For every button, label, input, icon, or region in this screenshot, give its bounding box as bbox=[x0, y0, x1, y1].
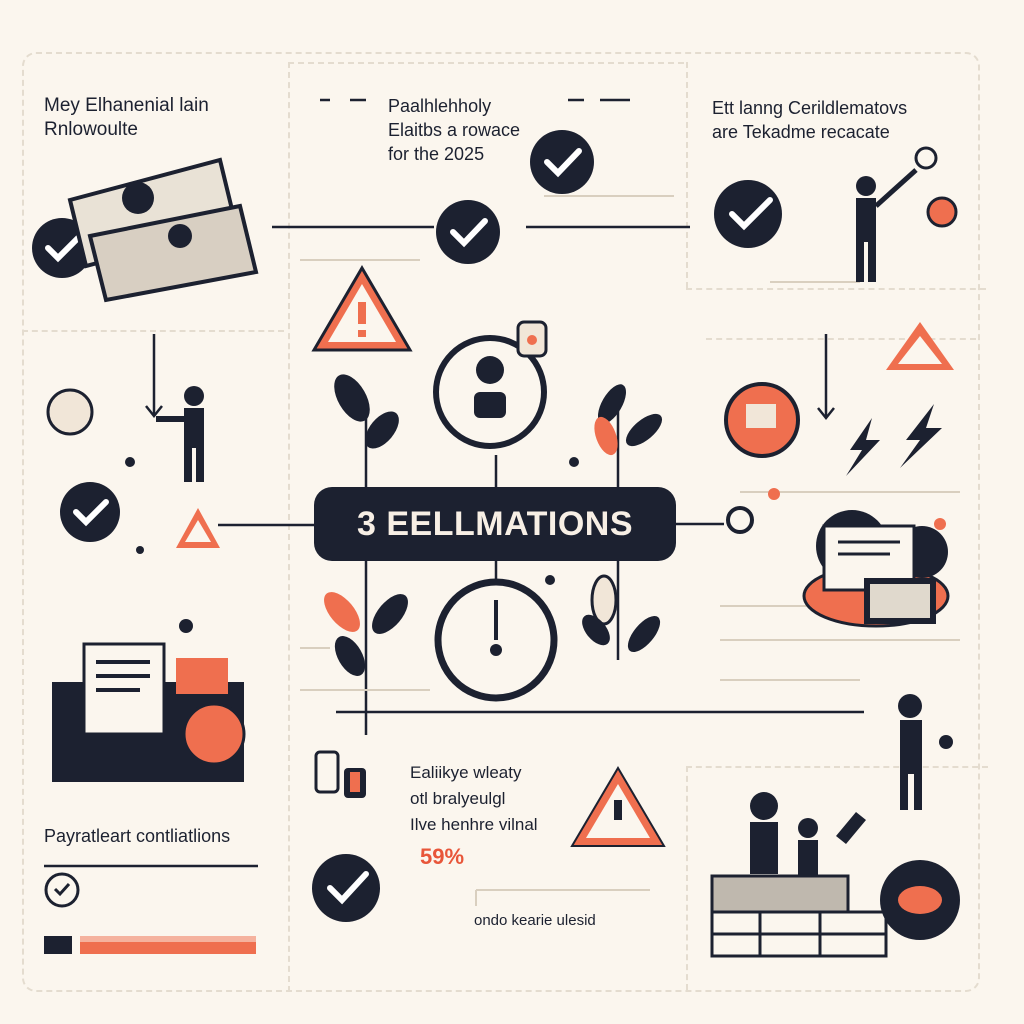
table-icon bbox=[710, 860, 960, 958]
top-left-line2: Rnlowoulte bbox=[44, 119, 138, 140]
battery-icon bbox=[314, 750, 366, 798]
top-left-line1: Mey Elhanenial lain bbox=[44, 95, 209, 116]
check-icon bbox=[60, 482, 120, 542]
top-center-line3: for the 2025 bbox=[388, 144, 485, 164]
warning-icon bbox=[886, 322, 954, 370]
top-center-line1: Paalhlehholy bbox=[388, 96, 492, 116]
bottom-center-footer: ondo kearie ulesid bbox=[474, 912, 596, 929]
check-icon bbox=[44, 872, 80, 908]
bottom-center-line1: Ealiikye wleaty bbox=[410, 763, 522, 782]
warning-icon bbox=[570, 766, 666, 847]
person-icon bbox=[856, 146, 958, 282]
clock-icon bbox=[434, 578, 558, 702]
progress-bar bbox=[44, 936, 256, 954]
panel-right-mid bbox=[706, 338, 976, 341]
document-icon bbox=[726, 506, 950, 628]
bottom-left-title: Payratleart contliatlions bbox=[44, 826, 231, 846]
top-right-title: Ett lanng Cerildlematovs are Tekadme rec… bbox=[712, 96, 907, 144]
top-left-title: Mey Elhanenial lain Rnlowoulte bbox=[44, 94, 209, 142]
check-icon bbox=[436, 200, 500, 264]
check-icon bbox=[714, 180, 782, 248]
top-right-line1: Ett lanng Cerildlematovs bbox=[712, 98, 908, 118]
bottom-center-line2: otl bralyeulgl bbox=[410, 789, 506, 808]
warning-icon bbox=[311, 265, 413, 352]
panel-divider-right bbox=[686, 62, 689, 288]
panel-divider-left-v bbox=[288, 62, 291, 992]
top-center-title: Paalhlehholy Elaitbs a rowace for the 20… bbox=[388, 94, 520, 166]
check-icon bbox=[312, 854, 380, 922]
top-center-line2: Elaitbs a rowace bbox=[388, 120, 521, 140]
panel-top-left bbox=[22, 52, 980, 992]
panel-divider-right2 bbox=[686, 288, 986, 291]
person-icon bbox=[433, 320, 548, 449]
leaf-icon bbox=[324, 374, 663, 676]
gear-icon bbox=[125, 457, 953, 749]
warning-icon bbox=[176, 508, 220, 548]
lightning-icon bbox=[846, 404, 942, 476]
person-icon bbox=[750, 694, 922, 876]
percent-badge: 59% bbox=[420, 844, 465, 869]
bottom-center-line3: Ilve henhre vilnal bbox=[410, 815, 538, 834]
panel-divider-left bbox=[22, 330, 284, 333]
panel-top-middle bbox=[288, 62, 684, 65]
top-right-line2: are Tekadme recacate bbox=[712, 122, 890, 142]
center-label: 3 EELLMATIONS bbox=[314, 487, 676, 561]
panel-bottom-right bbox=[686, 766, 988, 990]
money-icon bbox=[67, 157, 259, 303]
bottom-center-text: Ealiikye wleaty otl bralyeulgl Ilve henh… bbox=[410, 760, 538, 838]
target-icon bbox=[724, 382, 800, 458]
document-icon bbox=[52, 642, 246, 782]
check-icon bbox=[530, 130, 594, 194]
person-icon bbox=[46, 386, 204, 482]
